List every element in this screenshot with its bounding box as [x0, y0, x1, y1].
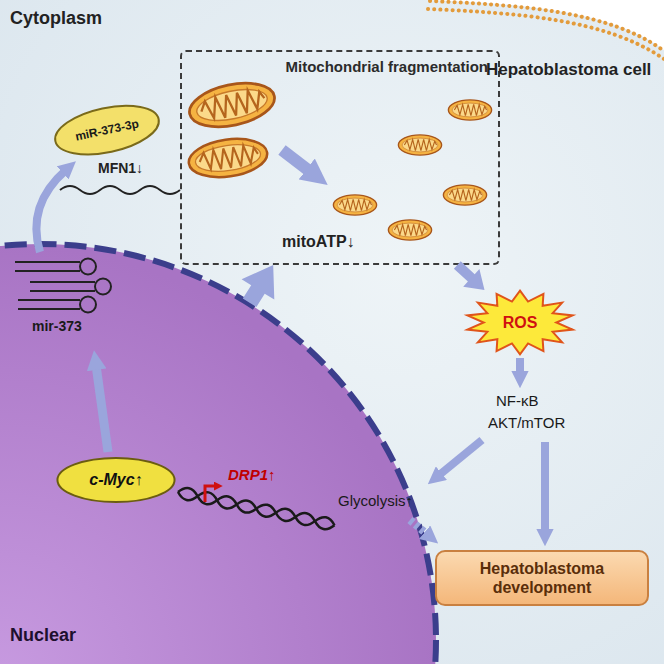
pathway-label: AKT/mTOR	[488, 414, 565, 432]
risc-ellipse: miR-373-3p	[48, 95, 166, 165]
fission-arrow	[282, 150, 312, 173]
cell-label: Hepatoblastoma cell	[486, 60, 651, 80]
export-arrow	[36, 170, 66, 252]
gene-label: mir-373	[32, 318, 82, 335]
text-wrap: miR-373-3p	[48, 95, 166, 165]
node-title: miR-373-3p	[74, 116, 140, 144]
pathway-label: NF-κB	[496, 392, 539, 410]
node-text: mitoATP↓	[282, 232, 355, 251]
mitochondrion-fragment	[333, 195, 376, 215]
text-wrap: c-Myc↑	[55, 456, 177, 504]
node-title: Hepatoblastoma development	[445, 559, 639, 597]
signal-arrow	[438, 440, 482, 476]
mfn1-mrna	[60, 186, 180, 194]
text-wrap: Hepatoblastoma development	[437, 552, 647, 604]
process-label: Glycolysis↑	[338, 492, 413, 510]
cell-membrane	[430, 1, 664, 51]
gene-label: MFN1↓	[98, 160, 143, 177]
region-label: Cytoplasm	[10, 8, 102, 30]
dashed-arrow	[410, 520, 428, 535]
mitochondrion-fragment	[443, 185, 486, 205]
signal-arrow	[541, 442, 549, 533]
flow-arrow	[242, 265, 275, 307]
mitochondrion	[185, 76, 278, 134]
mitochondrion-fragment	[398, 135, 441, 155]
mitochondrion	[186, 134, 269, 182]
pri-mirna-hairpins	[15, 259, 111, 313]
node-title: Nuclear	[10, 625, 76, 647]
nucleus-outline	[0, 240, 440, 664]
text-wrap: ROS	[465, 290, 575, 355]
extracellular-space	[430, 0, 664, 50]
protein-ellipse: c-Myc↑	[55, 456, 177, 504]
flow-arrow	[454, 261, 485, 290]
node-title: Mitochondrial fragmentation	[286, 58, 489, 76]
dna-helix	[177, 486, 336, 531]
mitochondrion-fragment	[388, 220, 431, 240]
outcome-box: Hepatoblastoma development	[435, 550, 649, 606]
node-title: c-Myc↑	[89, 470, 142, 489]
burst-shape: ROS	[465, 290, 575, 355]
mitochondrion-fragment	[448, 100, 491, 120]
node-title: ROS	[503, 313, 538, 332]
transcription-arrow	[96, 365, 108, 452]
signal-arrow	[516, 358, 524, 375]
gene-label: DRP1↑	[228, 466, 276, 484]
nucleus: Nuclear c-Myc↑	[0, 240, 440, 664]
promoter-arrow	[205, 486, 216, 502]
